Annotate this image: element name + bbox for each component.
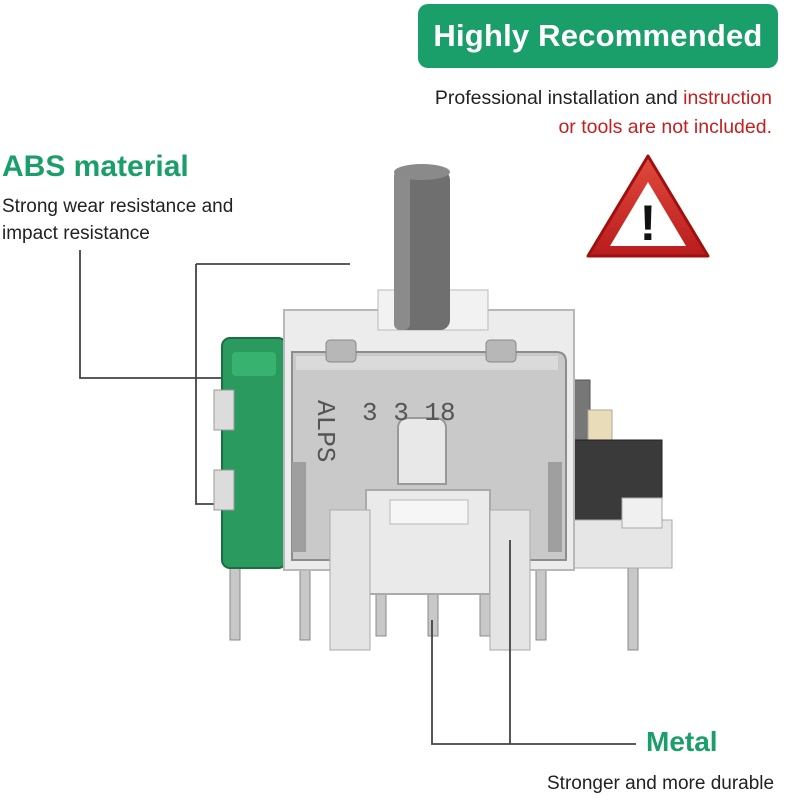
metal-callout-line <box>431 540 636 745</box>
part-number-marking: 3 3 18 <box>362 398 456 428</box>
notice-text-red-line2: or tools are not included. <box>558 116 772 138</box>
notice-text-red: instruction <box>683 87 772 109</box>
abs-material-description: Strong wear resistance and impact resist… <box>2 196 234 244</box>
warning-exclamation: ! <box>640 195 657 251</box>
brand-marking: ALPS <box>310 400 340 462</box>
joystick-stick <box>377 164 489 331</box>
metal-description: Stronger and more durable <box>547 773 775 794</box>
green-potentiometer <box>213 337 287 569</box>
metal-title: Metal <box>646 726 718 757</box>
abs-material-title: ABS material <box>2 150 189 183</box>
warning-triangle-icon: ! <box>584 152 712 267</box>
right-side-module <box>559 379 673 569</box>
notice-text-plain: Professional installation and <box>434 87 684 109</box>
metal-housing: 3 3 18 ALPS <box>291 339 567 561</box>
installation-notice: Professional installation and instructio… <box>435 84 772 142</box>
highly-recommended-badge: Highly Recommended <box>418 4 778 68</box>
